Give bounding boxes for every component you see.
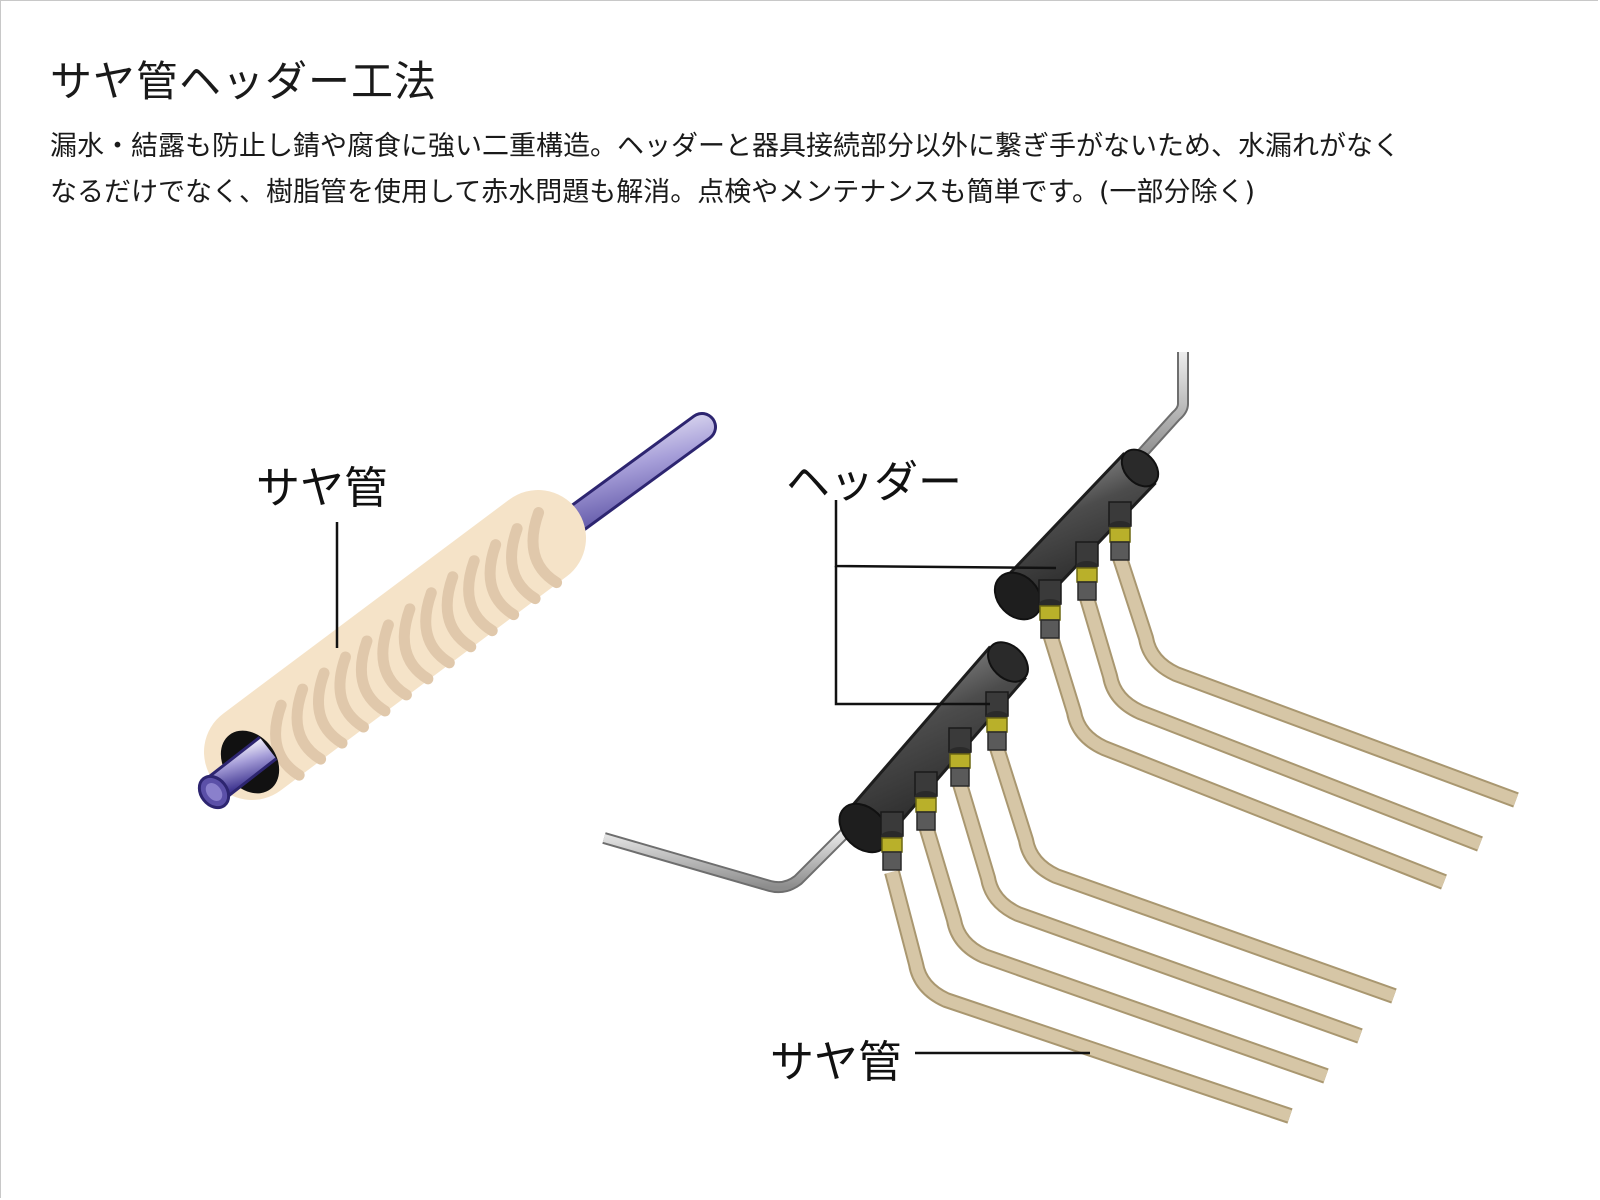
sheath-ridge <box>420 587 455 669</box>
supply-pipe-upper <box>1135 352 1187 461</box>
sheath-ridge <box>484 539 520 621</box>
header-outlet <box>880 811 904 871</box>
page-title: サヤ管ヘッダー工法 <box>50 57 438 106</box>
header-outlet <box>914 771 938 831</box>
supply-pipe-upper-outline <box>1133 352 1189 463</box>
supply-pipe-lower-outline <box>602 825 853 894</box>
branch-pipes <box>884 555 1519 1124</box>
branch-pipe <box>954 782 1363 1042</box>
sheath-ridge <box>527 507 563 589</box>
header-system <box>602 352 1519 1124</box>
sheath-ridge <box>355 635 391 717</box>
header-outlet <box>948 727 972 787</box>
header-upper <box>993 448 1160 621</box>
saya-pipe-single <box>197 412 717 810</box>
sheath-ridge <box>441 571 477 653</box>
branch-pipe <box>991 746 1397 1002</box>
sheath-ridge <box>270 699 305 781</box>
header-outlets <box>880 501 1132 871</box>
header-outlet <box>1108 501 1132 561</box>
sheath-ridge <box>377 619 412 701</box>
branch-pipe <box>1081 596 1483 850</box>
branch-pipe <box>1114 556 1519 806</box>
header-outlet <box>985 691 1009 751</box>
branch-pipe <box>1044 632 1447 888</box>
sheath-ridge <box>291 683 327 765</box>
header-outlet <box>1075 541 1099 601</box>
sheath-ridge <box>506 523 541 605</box>
label-saya-pipe-bottom: サヤ管 <box>770 1037 902 1088</box>
sheath-ridge <box>463 555 498 637</box>
inner-pipe-bore <box>205 783 223 801</box>
branch-pipe <box>920 824 1328 1082</box>
header-lower <box>838 641 1029 854</box>
sheath-ridge <box>334 651 370 733</box>
label-saya-pipe-left: サヤ管 <box>256 463 388 514</box>
sheath-corrugation <box>270 507 563 781</box>
description: 漏水・結露も防止し錆や腐食に強い二重構造。ヘッダーと器具接続部分以外に繋ぎ手がな… <box>50 124 1550 216</box>
description-line-1: 漏水・結露も防止し錆や腐食に強い二重構造。ヘッダーと器具接続部分以外に繋ぎ手がな… <box>50 131 1400 162</box>
sheath-ridge <box>313 667 348 749</box>
supply-pipe-lower <box>602 827 851 892</box>
header-outlet <box>1038 579 1062 639</box>
description-line-2: なるだけでなく、樹脂管を使用して赤水問題も解消。点検やメンテナンスも簡単です。(… <box>50 177 1256 208</box>
leader-line-header-lower <box>834 566 990 706</box>
sheath-ridge <box>398 603 434 685</box>
label-header: ヘッダー <box>786 457 962 508</box>
branch-pipe <box>886 870 1292 1122</box>
